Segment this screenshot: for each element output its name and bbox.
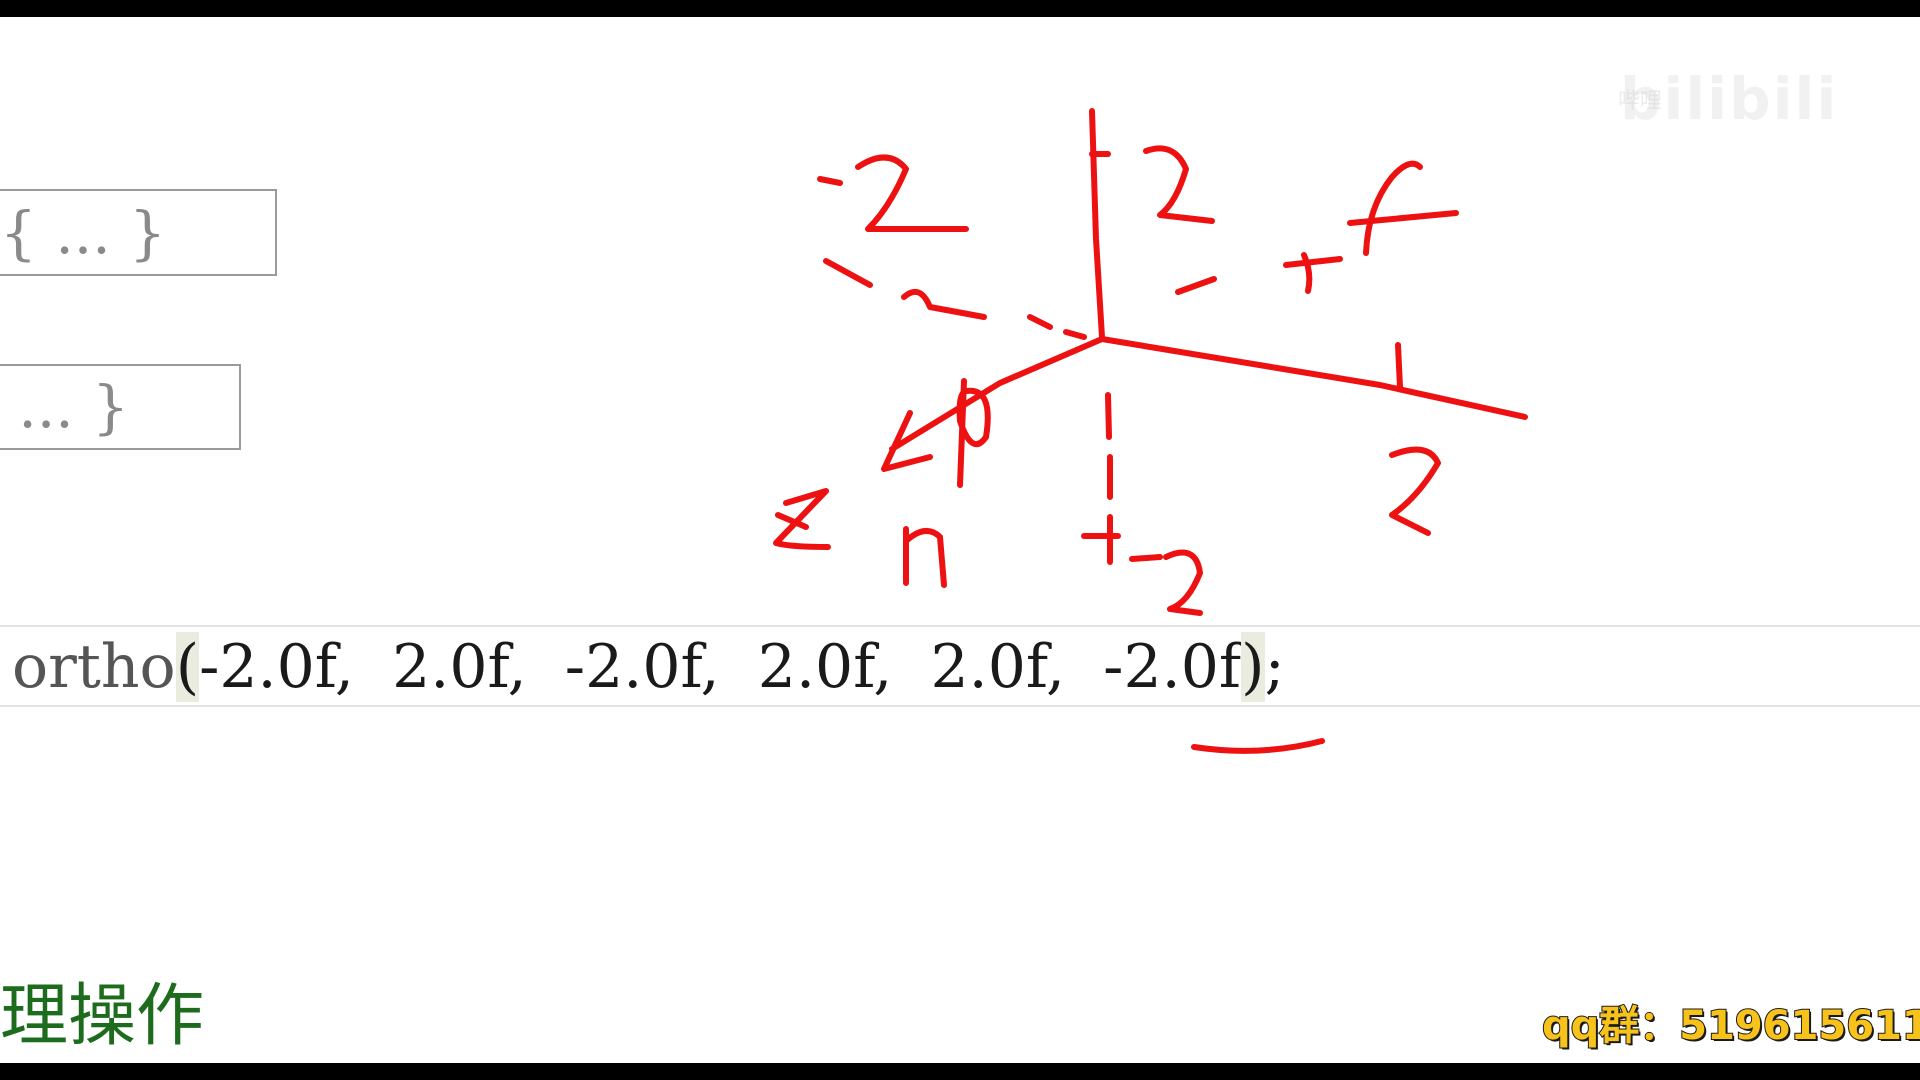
label-z [773,488,831,550]
label-zero [956,378,991,488]
folded-code-block-1[interactable]: { ... } [0,189,277,276]
section-title: 理操作 [0,977,205,1056]
label-2-top [1143,145,1215,224]
close-paren: ) [1241,632,1265,702]
label-minus2-topleft [817,154,969,232]
slide-canvas: 哔哩 bilibili { ... } ... } ortho(-2.0f, 2… [0,17,1920,1063]
z-axis-stroke [889,336,1105,452]
label-n [903,526,947,588]
folded-code-text-2: ... } [0,373,130,441]
back-axis-dashes [1027,276,1217,340]
label-2-right [1389,446,1441,536]
function-args: -2.0f, 2.0f, -2.0f, 2.0f, 2.0f, -2.0f [199,632,1242,702]
underline-near [1191,738,1325,754]
label-f [1347,160,1459,256]
y-axis-dashed [1105,392,1113,565]
label-plus [1283,252,1343,294]
tick-x [1395,342,1403,390]
statement-terminator: ; [1264,632,1285,702]
bilibili-watermark: bilibili [1620,65,1839,133]
open-paren: ( [175,632,200,702]
function-name: ortho [12,632,176,702]
z-axis-arrowhead [881,410,933,472]
code-line-ortho[interactable]: ortho(-2.0f, 2.0f, -2.0f, 2.0f, 2.0f, -2… [0,625,1920,707]
code-text: ortho(-2.0f, 2.0f, -2.0f, 2.0f, 2.0f, -2… [12,632,1285,702]
folded-code-text-1: { ... } [0,198,166,267]
label-minus2-mid [823,258,987,320]
qq-group-caption: qq群：519615611 [1541,1002,1920,1050]
y-axis-stroke [1089,108,1105,340]
folded-code-block-2[interactable]: ... } [0,364,241,450]
x-axis-stroke [1099,336,1528,420]
watermark-prefix: 哔哩 [1618,89,1663,114]
red-axis-annotation [773,108,1528,754]
label-minus2-bottom [1129,549,1203,616]
